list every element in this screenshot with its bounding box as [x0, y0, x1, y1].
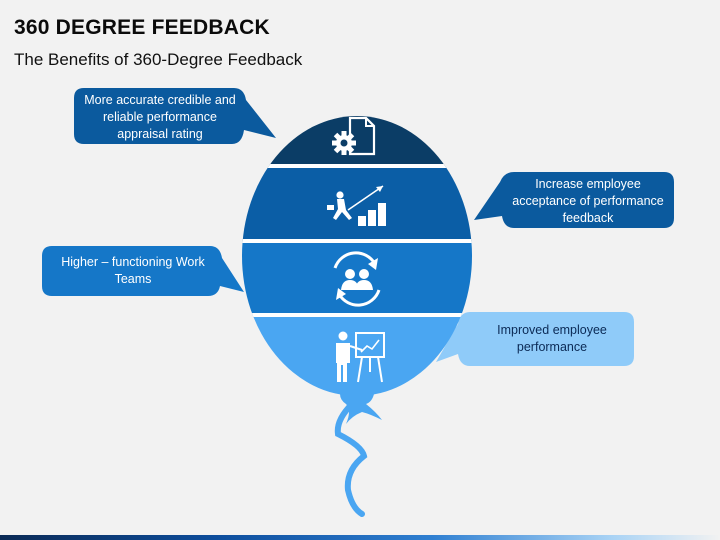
callout-bubble-1	[74, 88, 276, 144]
page-title: 360 DEGREE FEEDBACK	[14, 16, 270, 39]
page-subtitle: The Benefits of 360-Degree Feedback	[14, 50, 303, 69]
callout-text-4: Improved employee performance	[497, 323, 607, 354]
presenter-board-icon	[336, 331, 385, 383]
businessman-climbing-chart-icon	[327, 185, 386, 226]
callout-text-2: Increase employee acceptance of performa…	[512, 177, 664, 225]
callout-bubble-4	[436, 312, 634, 366]
footer-accent-bar	[0, 535, 720, 540]
balloon-band-4	[242, 315, 472, 396]
callout-bubble-2	[474, 172, 674, 228]
team-refresh-icon	[333, 251, 381, 307]
callout-text-1: More accurate credible and reliable perf…	[84, 93, 236, 141]
balloon-string	[334, 401, 368, 517]
balloon-band-2	[242, 166, 472, 241]
callout-text-3: Higher – functioning Work Teams	[61, 255, 205, 286]
callout-bubble-3	[42, 246, 244, 296]
